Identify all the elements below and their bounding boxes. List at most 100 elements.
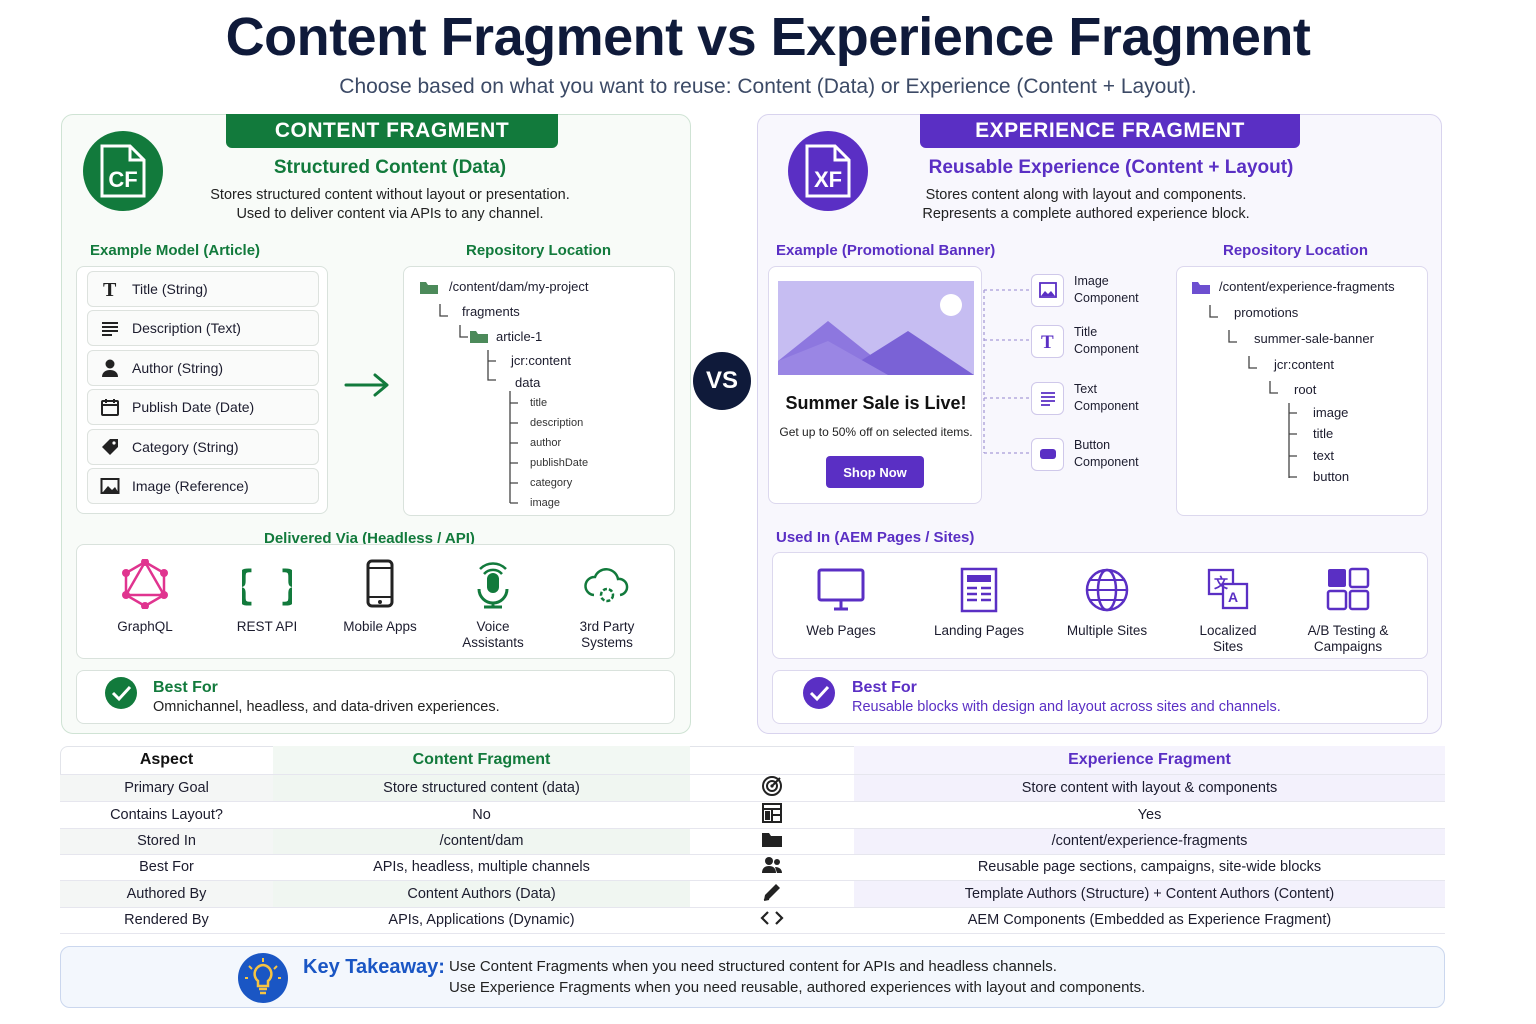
xf-tree-jcr: jcr:content: [1274, 357, 1334, 372]
shop-now-button[interactable]: Shop Now: [826, 456, 924, 488]
cf-tree-article: article-1: [496, 329, 543, 344]
promo-card: Summer Sale is Live! Get up to 50% off o…: [768, 266, 982, 504]
cf-tree-child: description: [530, 417, 584, 429]
key-line-2: Use Experience Fragments when you need r…: [449, 979, 1146, 996]
field-author: Author (String): [87, 350, 319, 386]
key-line-1: Use Content Fragments when you need stru…: [449, 958, 1057, 975]
xf-tree-root: /content/experience-fragments: [1219, 279, 1395, 294]
graphql-icon: [122, 559, 168, 609]
field-publish-date: Publish Date (Date): [87, 389, 319, 425]
cf-desc-1: Stores structured content without layout…: [210, 187, 570, 203]
cell-xf: Store content with layout & components: [854, 774, 1445, 802]
cf-tree-child: image: [530, 497, 560, 509]
xf-banner: EXPERIENCE FRAGMENT: [920, 114, 1300, 148]
cf-best-text: Omnichannel, headless, and data-driven e…: [153, 699, 500, 715]
page-title: Content Fragment vs Experience Fragment: [225, 7, 1311, 67]
cf-tree-child: title: [530, 397, 548, 409]
translate-icon: 文A: [1207, 568, 1249, 610]
field-category: Category (String): [87, 429, 319, 465]
mobile-icon: [366, 559, 394, 608]
cf-repo-label: Repository Location: [466, 242, 612, 259]
image-icon: [88, 477, 132, 495]
code-icon: [690, 907, 854, 934]
text-icon: T: [88, 279, 132, 299]
cf-model-box: T Title (String) Description (Text) Auth…: [76, 266, 328, 514]
col-aspect: Aspect: [60, 746, 273, 775]
cf-tree-jcr: jcr:content: [511, 353, 571, 368]
xf-tree-banner: summer-sale-banner: [1254, 331, 1374, 346]
xf-tree-child: button: [1313, 469, 1350, 484]
person-icon: [88, 358, 132, 378]
vs-badge: VS: [693, 352, 751, 410]
cell-xf: Reusable page sections, campaigns, site-…: [854, 854, 1445, 881]
cell-xf: Template Authors (Structure) + Content A…: [854, 880, 1445, 908]
xf-desc-2: Represents a complete authored experienc…: [922, 206, 1250, 222]
check-circle-icon: [803, 677, 835, 709]
cell-aspect: Best For: [60, 854, 273, 881]
text-icon: T: [1031, 324, 1064, 358]
cf-best-for: [76, 670, 675, 724]
component-connectors: [983, 289, 1032, 454]
cf-tree-child: publishDate: [530, 457, 589, 469]
col-xf: Experience Fragment: [854, 746, 1445, 775]
xf-used-label: Used In (AEM Pages / Sites): [776, 529, 975, 546]
svg-text:CF: CF: [108, 167, 137, 192]
cell-cf: No: [273, 801, 690, 829]
braces-icon: { }: [242, 563, 292, 609]
col-cf: Content Fragment: [273, 746, 690, 775]
cell-xf: Yes: [854, 801, 1445, 829]
xf-logo: XF: [788, 131, 868, 211]
delivered-graphql: GraphQL: [95, 559, 195, 635]
xf-tree-rootnode: root: [1294, 382, 1317, 397]
comparison-table: Aspect Content Fragment Experience Fragm…: [60, 746, 1445, 934]
xf-repo-label: Repository Location: [1223, 242, 1369, 259]
cf-repo-box: /content/dam/my-project fragments articl…: [403, 266, 675, 516]
key-takeaway: [60, 946, 1445, 1008]
svg-text:A: A: [1228, 589, 1238, 605]
xf-repo-box: /content/experience-fragments promotions…: [1176, 266, 1428, 516]
button-icon: [1031, 437, 1064, 471]
delivered-rest-api: { } REST API: [217, 559, 317, 635]
cf-tree-data: data: [515, 375, 541, 390]
tag-icon: [88, 437, 132, 457]
lightbulb-icon: [238, 953, 288, 1003]
arrow-right-icon: [344, 373, 389, 397]
cell-cf: APIs, headless, multiple channels: [273, 854, 690, 881]
cell-cf: /content/dam: [273, 828, 690, 855]
cf-tree-fragments: fragments: [462, 304, 520, 319]
lines-icon: [1031, 381, 1064, 415]
svg-text:文: 文: [1214, 575, 1229, 591]
promo-image: [778, 281, 974, 375]
svg-text:T: T: [1041, 332, 1054, 350]
field-title: T Title (String): [87, 271, 319, 307]
cell-aspect: Contains Layout?: [60, 801, 273, 829]
check-circle-icon: [105, 677, 137, 709]
folder-icon: [690, 828, 854, 855]
delivered-mobile: Mobile Apps: [330, 559, 430, 635]
xf-tree-promotions: promotions: [1234, 305, 1299, 320]
cell-xf: AEM Components (Embedded as Experience F…: [854, 907, 1445, 934]
xf-example-label: Example (Promotional Banner): [776, 242, 996, 259]
cell-xf: /content/experience-fragments: [854, 828, 1445, 855]
xf-tree-child: text: [1313, 448, 1334, 463]
xf-desc-1: Stores content along with layout and com…: [925, 187, 1247, 203]
cf-model-label: Example Model (Article): [90, 242, 261, 259]
xf-tree-child: image: [1313, 405, 1349, 420]
monitor-icon: [817, 568, 865, 611]
cf-delivered-label: Delivered Via (Headless / API): [264, 530, 475, 547]
xf-best-for: [772, 670, 1428, 724]
calendar-icon: [88, 397, 132, 417]
used-landing-pages: Landing Pages: [929, 567, 1029, 639]
cf-logo: CF: [83, 131, 163, 211]
svg-text:XF: XF: [814, 167, 842, 192]
target-icon: [690, 774, 854, 802]
grid-icon: [1326, 567, 1370, 611]
